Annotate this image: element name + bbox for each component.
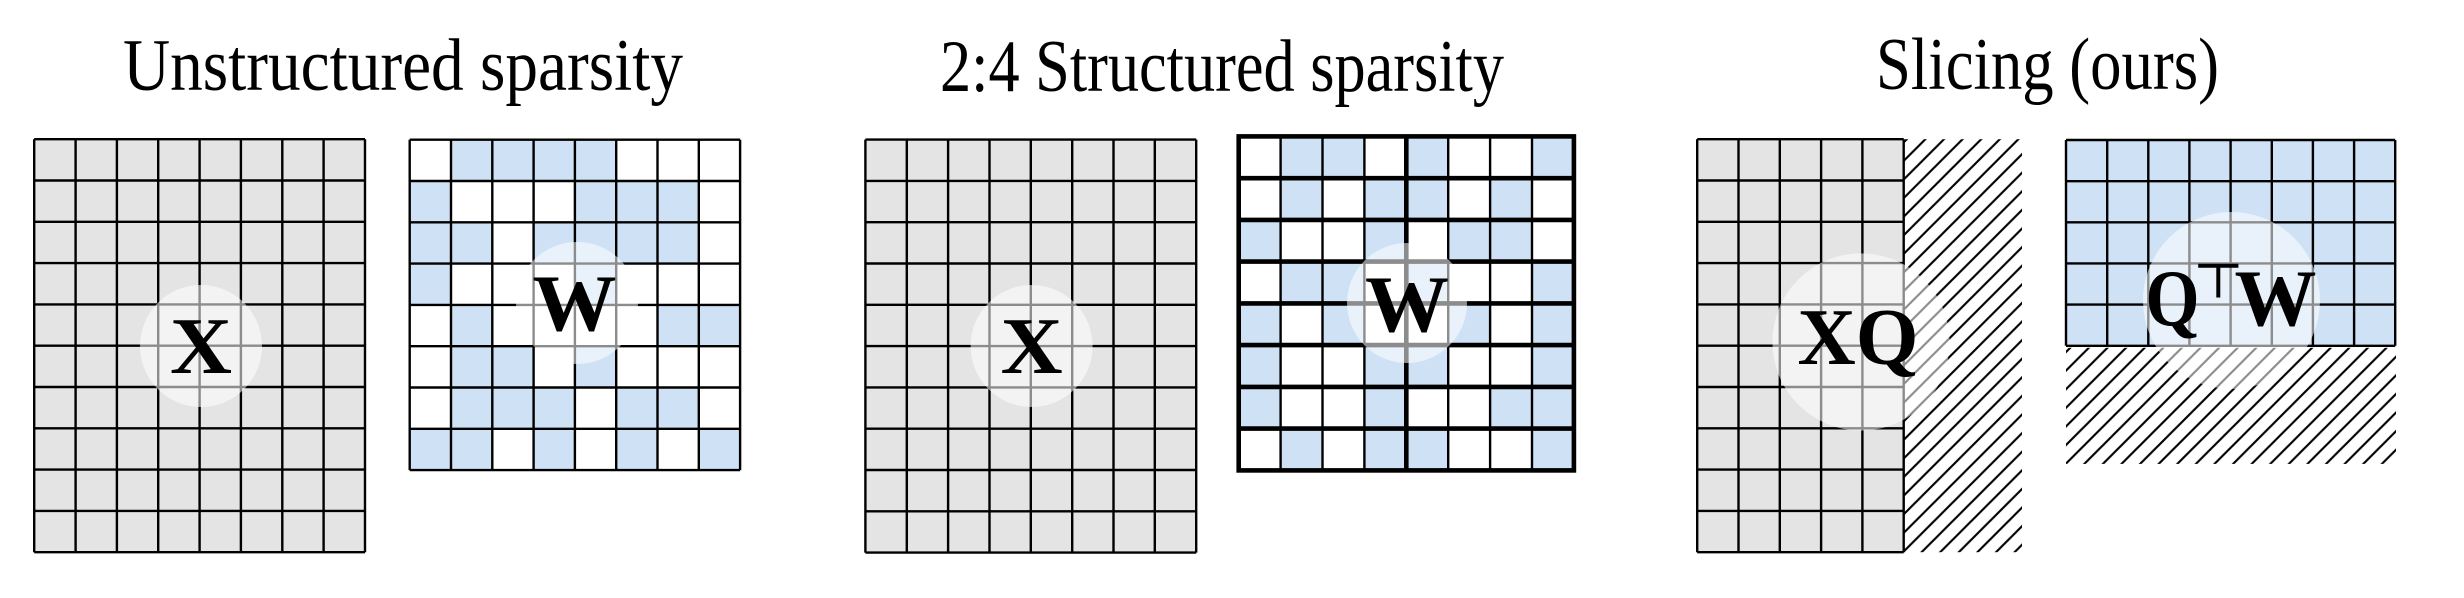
svg-text:2:4 Structured sparsity: 2:4 Structured sparsity — [940, 26, 1504, 108]
svg-text:Unstructured sparsity: Unstructured sparsity — [123, 25, 683, 107]
svg-text:W: W — [533, 261, 617, 349]
svg-text:W: W — [2235, 255, 2317, 343]
svg-text:Q: Q — [2146, 253, 2200, 343]
svg-text:W: W — [1365, 261, 1449, 349]
svg-text:XQ: XQ — [1798, 292, 1919, 382]
svg-text:Slicing (ours): Slicing (ours) — [1876, 24, 2219, 106]
svg-text:X: X — [170, 301, 232, 391]
svg-text:X: X — [1001, 301, 1063, 391]
